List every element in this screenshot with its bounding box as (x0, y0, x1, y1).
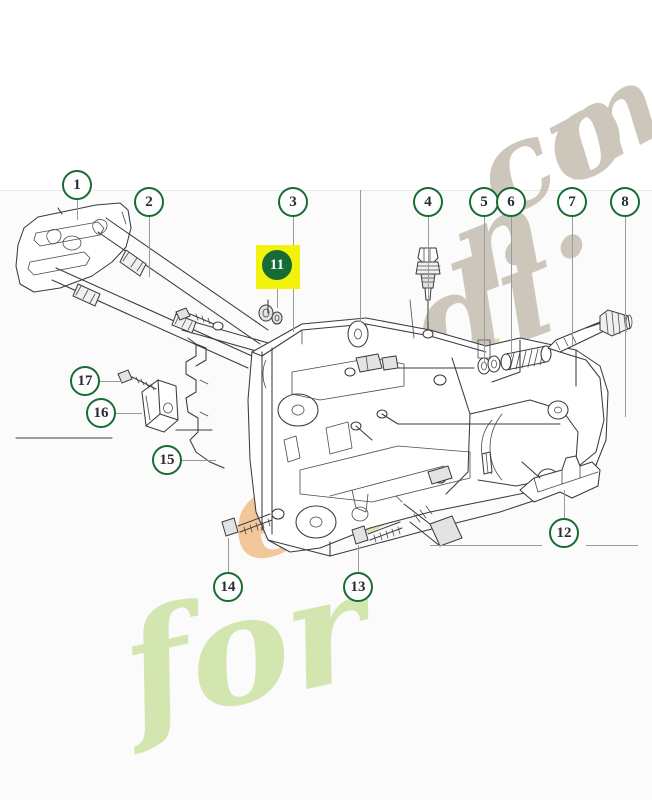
callout-marker-1[interactable]: 1 (62, 170, 92, 200)
arm-bolt (175, 307, 224, 331)
callout-marker-8[interactable]: 8 (610, 187, 640, 217)
callout-marker-16[interactable]: 16 (86, 398, 116, 428)
callout-marker-7[interactable]: 7 (557, 187, 587, 217)
long-bolt-right (395, 495, 463, 547)
callout-marker-5[interactable]: 5 (469, 187, 499, 217)
callout-marker-17[interactable]: 17 (70, 366, 100, 396)
callout-marker-3[interactable]: 3 (278, 187, 308, 217)
guide-bar-plate (15, 202, 132, 293)
lower-arm-tube (51, 267, 253, 369)
callout-marker-6[interactable]: 6 (496, 187, 526, 217)
connector-stubs (15, 299, 561, 439)
callout-marker-14[interactable]: 14 (213, 572, 243, 602)
part-4-sensor (415, 247, 441, 339)
callout-marker-11[interactable]: 11 (262, 250, 292, 280)
bolt-part-14 (221, 508, 285, 537)
main-housing (247, 299, 609, 557)
bolt-part-13 (351, 521, 403, 545)
small-clip (481, 451, 493, 475)
callout-marker-15[interactable]: 15 (152, 445, 182, 475)
part-7-tension-screw (547, 321, 607, 353)
callout-marker-13[interactable]: 13 (343, 572, 373, 602)
bracket-part-16 (141, 379, 179, 433)
part-12-lever (519, 455, 601, 503)
gasket-part-15 (185, 337, 225, 469)
callout-marker-2[interactable]: 2 (134, 187, 164, 217)
part-6-spring (500, 345, 552, 371)
part-11-collar (258, 304, 283, 325)
callout-marker-12[interactable]: 12 (549, 518, 579, 548)
bolt-part-17 (117, 369, 157, 391)
part-8-knob (599, 309, 633, 337)
callout-marker-4[interactable]: 4 (413, 187, 443, 217)
upper-arm-tube (97, 217, 269, 345)
part-5-washers (477, 339, 501, 375)
